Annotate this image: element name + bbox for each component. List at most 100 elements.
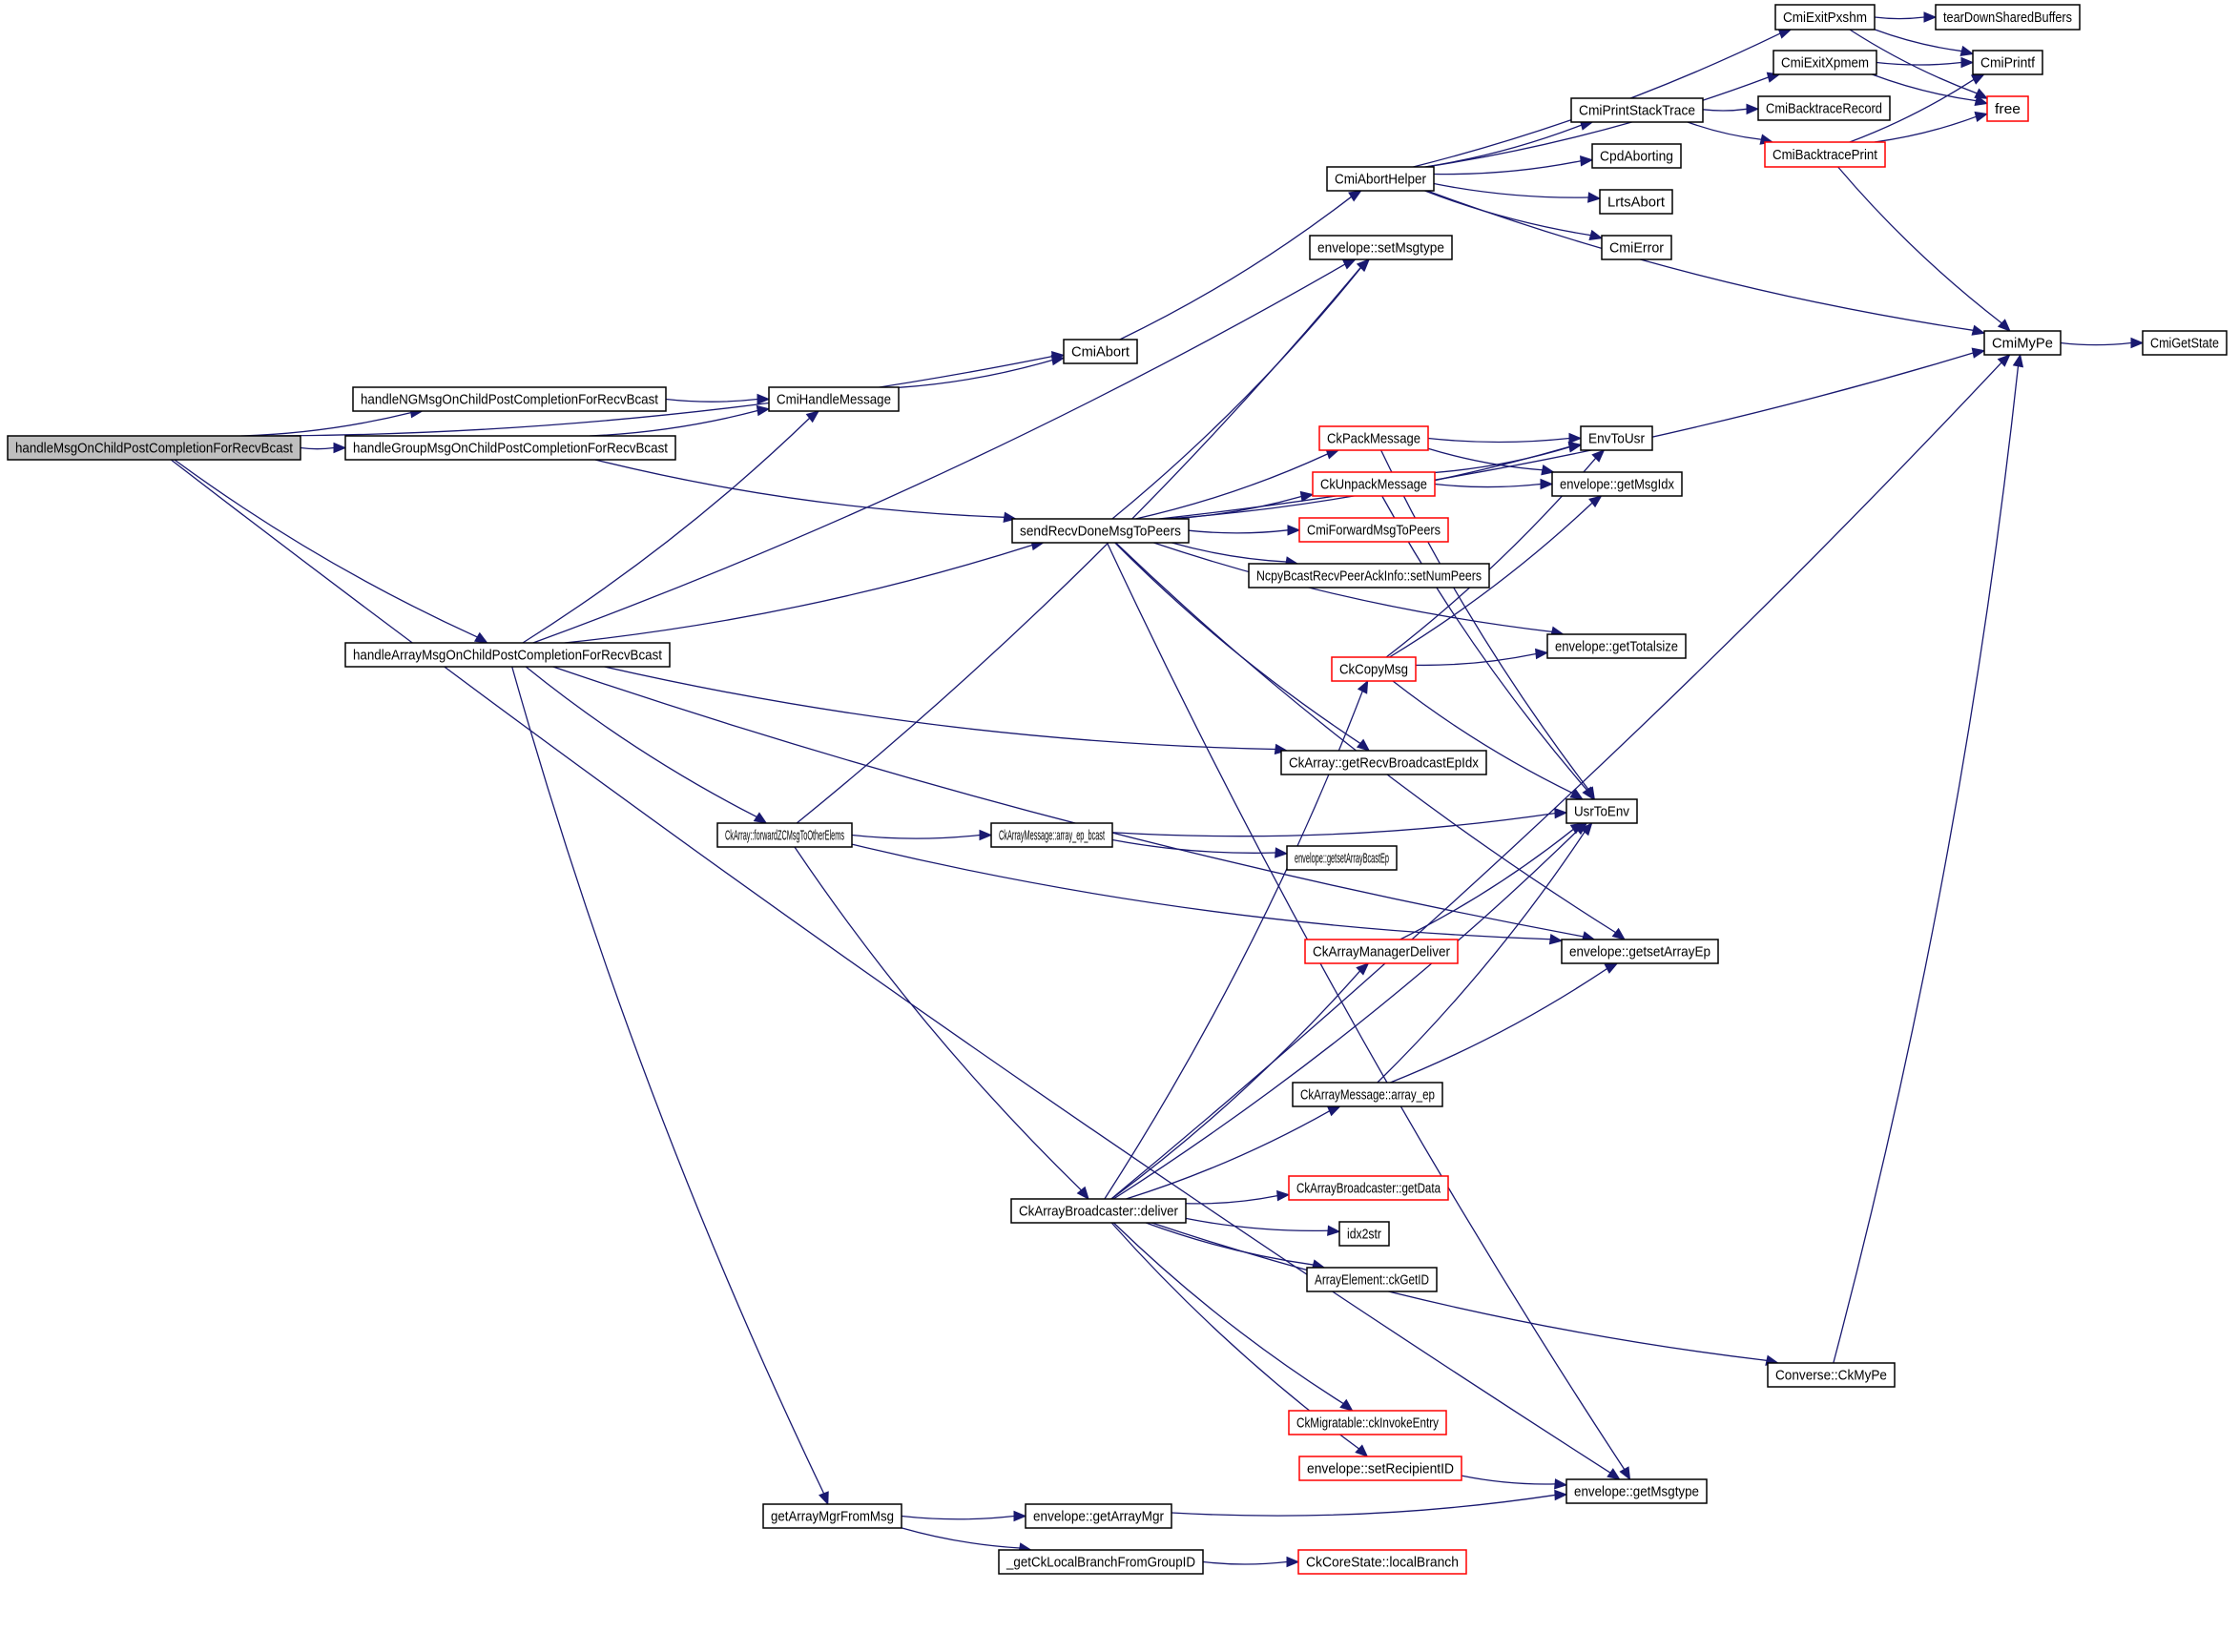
node-label: CkArrayMessage::array_ep <box>1300 1087 1435 1104</box>
node-usrToEnv[interactable]: UsrToEnv <box>1565 798 1638 824</box>
node-exitPxshm[interactable]: CmiExitPxshm <box>1774 4 1876 31</box>
edge-line <box>1433 160 1582 176</box>
node-convMyPe[interactable]: Converse::CkMyPe <box>1767 1362 1896 1388</box>
node-arr[interactable]: handleArrayMsgOnChildPostCompletionForRe… <box>344 642 671 668</box>
arrowhead-icon <box>1355 1444 1369 1457</box>
node-root[interactable]: handleMsgOnChildPostCompletionForRecvBca… <box>7 435 301 461</box>
edge-line <box>271 355 1053 437</box>
node-grp[interactable]: handleGroupMsgOnChildPostCompletionForRe… <box>344 435 676 461</box>
node-cmiFwd[interactable]: CmiForwardMsgToPeers <box>1298 517 1449 543</box>
edge-line <box>604 666 1276 751</box>
node-free[interactable]: free <box>1986 95 2029 122</box>
node-ckUnpack[interactable]: CkUnpackMessage <box>1312 471 1436 497</box>
node-ckCopy[interactable]: CkCopyMsg <box>1331 656 1417 682</box>
node-cmiError[interactable]: CmiError <box>1601 235 1672 260</box>
node-getArrayMgr[interactable]: envelope::getArrayMgr <box>1025 1503 1172 1529</box>
edge-line <box>1874 29 1962 52</box>
edge-line <box>1153 542 1552 633</box>
node-lrtsAbort[interactable]: LrtsAbort <box>1599 189 1673 215</box>
node-label: handleArrayMsgOnChildPostCompletionForRe… <box>353 648 663 664</box>
node-idx2str[interactable]: idx2str <box>1338 1221 1390 1247</box>
node-abortHelper[interactable]: CmiAbortHelper <box>1326 166 1435 192</box>
edge-line <box>1135 453 1328 520</box>
node-box <box>1010 1198 1187 1224</box>
node-box <box>1298 517 1449 543</box>
arrowhead-icon <box>1339 1398 1354 1412</box>
node-cmiGetState[interactable]: CmiGetState <box>2142 330 2228 356</box>
edge-line <box>1433 182 1589 198</box>
node-setRecip[interactable]: envelope::setRecipientID <box>1298 1456 1462 1481</box>
node-btRecord[interactable]: CmiBacktraceRecord <box>1757 95 1891 121</box>
node-getsetArrayEp[interactable]: envelope::getsetArrayEp <box>1561 939 1719 964</box>
edge-abortHelper-to-lrtsAbort <box>1433 182 1602 203</box>
arrowhead-icon <box>1341 258 1357 270</box>
arrowhead-icon <box>1326 1105 1341 1117</box>
edge-line <box>1202 1560 1288 1565</box>
node-getsetBcastEp[interactable]: envelope::getsetArrayBcastEp <box>1286 845 1398 871</box>
node-envToUsr[interactable]: EnvToUsr <box>1580 425 1653 451</box>
node-box <box>1248 563 1490 589</box>
node-bcDeliver[interactable]: CkArrayBroadcaster::deliver <box>1010 1198 1187 1224</box>
node-cmiHandle[interactable]: CmiHandleMessage <box>768 386 900 412</box>
edge-line <box>1158 352 1974 520</box>
edge-sendRecv-to-cmiFwd <box>1188 525 1301 536</box>
edge-ckPack-to-envToUsr <box>1427 432 1583 444</box>
node-epBcast[interactable]: CkArrayMessage::array_ep_bcast <box>990 822 1113 848</box>
arrowhead-icon <box>1299 490 1315 503</box>
node-printStack[interactable]: CmiPrintStackTrace <box>1570 97 1704 123</box>
node-cmiAbort[interactable]: CmiAbort <box>1063 339 1138 364</box>
node-localBranch[interactable]: _getCkLocalBranchFromGroupID <box>998 1549 1204 1575</box>
node-label: envelope::setRecipientID <box>1307 1461 1454 1477</box>
node-ckPack[interactable]: CkPackMessage <box>1318 425 1429 451</box>
edge-ckCopy-to-getMsgIdx <box>1389 495 1603 658</box>
node-label: envelope::getArrayMgr <box>1033 1509 1164 1525</box>
node-ng[interactable]: handleNGMsgOnChildPostCompletionForRecvB… <box>352 386 667 412</box>
node-getMgrFromMsg[interactable]: getArrayMgrFromMsg <box>762 1503 902 1529</box>
edge-root-to-grp <box>300 442 347 454</box>
node-box <box>2142 330 2228 356</box>
node-label: CkMigratable::ckInvokeEntry <box>1296 1415 1439 1432</box>
node-sendRecv[interactable]: sendRecvDoneMsgToPeers <box>1011 518 1190 544</box>
node-arrayEp[interactable]: CkArrayMessage::array_ep <box>1292 1082 1443 1107</box>
edge-bcDeliver-to-cmiMyPe <box>1110 354 2011 1200</box>
node-fwdZC[interactable]: CkArray::forwardZCMsgToOtherElems <box>716 822 853 848</box>
node-coreLocal[interactable]: CkCoreState::localBranch <box>1297 1549 1467 1575</box>
node-tearDown[interactable]: tearDownSharedBuffers <box>1935 4 2081 31</box>
edge-arr-to-getMgrFromMsg <box>511 666 829 1506</box>
edge-line <box>240 411 411 437</box>
node-invokeEntry[interactable]: CkMigratable::ckInvokeEntry <box>1288 1410 1447 1435</box>
node-label: CmiExitPxshm <box>1783 10 1867 26</box>
node-exitXpmem[interactable]: CmiExitXpmem <box>1773 50 1877 75</box>
node-getRecvBcast[interactable]: CkArray::getRecvBroadcastEpIdx <box>1280 750 1487 775</box>
edge-abortHelper-to-cpdAborting <box>1433 155 1594 176</box>
edge-line <box>1424 124 1582 168</box>
node-mgrDeliver[interactable]: CkArrayManagerDeliver <box>1304 939 1459 964</box>
node-cmiPrintf[interactable]: CmiPrintf <box>1972 50 2043 75</box>
edge-exitPxshm-to-cmiPrintf <box>1874 29 1975 57</box>
node-cpdAborting[interactable]: CpdAborting <box>1591 143 1682 169</box>
node-getTotalsize[interactable]: envelope::getTotalsize <box>1546 633 1687 659</box>
node-ncpy[interactable]: NcpyBcastRecvPeerAckInfo::setNumPeers <box>1248 563 1490 589</box>
node-btPrint[interactable]: CmiBacktracePrint <box>1764 141 1886 168</box>
arrowhead-icon <box>1275 847 1289 858</box>
edge-line <box>552 666 1584 938</box>
node-getData[interactable]: CkArrayBroadcaster::getData <box>1288 1175 1449 1201</box>
edge-ng-to-cmiHandle <box>665 393 771 405</box>
node-box <box>1306 1267 1438 1292</box>
node-label: tearDownSharedBuffers <box>1943 10 2072 26</box>
edge-epBcast-to-getsetBcastEp <box>1111 838 1289 858</box>
node-label: EnvToUsr <box>1588 431 1645 447</box>
arrowhead-icon <box>1348 190 1362 202</box>
node-label: LrtsAbort <box>1607 195 1666 211</box>
arrowhead-icon <box>1959 45 1975 57</box>
node-ckGetID[interactable]: ArrayElement::ckGetID <box>1306 1267 1438 1292</box>
edge-line <box>2060 341 2132 346</box>
node-getMsgIdx[interactable]: envelope::getMsgIdx <box>1551 471 1683 497</box>
node-getMsgtype[interactable]: envelope::getMsgtype <box>1565 1478 1708 1504</box>
edge-line <box>1427 437 1570 444</box>
node-label: getArrayMgrFromMsg <box>771 1509 894 1525</box>
arrowhead-icon <box>1588 229 1604 241</box>
node-cmiMyPe[interactable]: CmiMyPe <box>1983 330 2062 356</box>
node-setMsgtype[interactable]: envelope::setMsgtype <box>1309 235 1453 260</box>
arrowhead-icon <box>1535 648 1549 660</box>
